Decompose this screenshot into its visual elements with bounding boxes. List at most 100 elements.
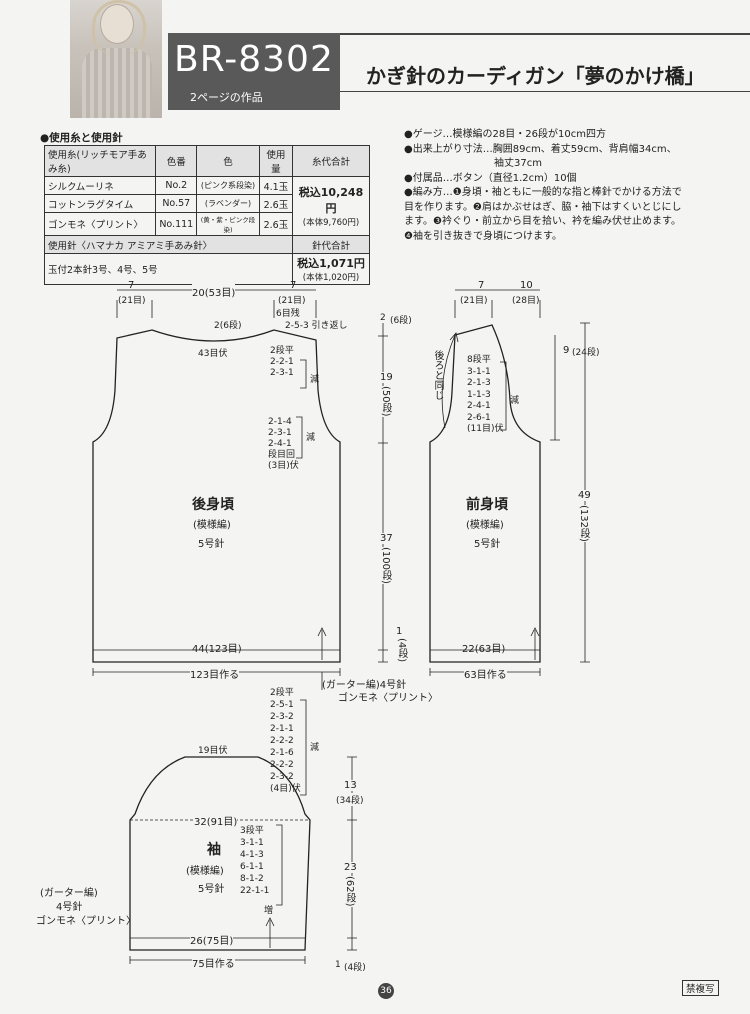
- sleeve-edge-note: ゴンモネ〈プリント〉: [36, 916, 136, 927]
- back-dim-label: 7: [128, 280, 135, 291]
- yarn-total-sub: (本体9,760円): [302, 218, 360, 228]
- row-instruction: 3-1-1: [467, 366, 491, 377]
- row-instruction: 2-1-1: [270, 724, 294, 734]
- front-dim-label: (28目): [512, 296, 540, 306]
- back-needle: 5号針: [198, 539, 225, 550]
- row-instruction: 8段平: [467, 355, 491, 365]
- front-needle: 5号針: [474, 539, 501, 550]
- back-neck-bindoff: 43目伏: [198, 349, 228, 359]
- front-body-title: 前身頃: [466, 497, 508, 513]
- row-instruction: 8-1-2: [240, 874, 264, 884]
- yarn-number: No.111: [155, 212, 198, 236]
- row-instruction: 1-1-3: [467, 389, 491, 400]
- decrease-label: 減: [306, 433, 316, 443]
- spec-line: 目を作ります。❷肩はかぶせはぎ、脇・袖下はすくいとじにし: [404, 201, 682, 213]
- needle-total: 税込1,071円: [297, 257, 365, 270]
- row-instruction: 2-3-2: [270, 772, 294, 782]
- decrease-label: 減: [510, 396, 520, 406]
- row-instruction: 2-1-3: [467, 378, 491, 388]
- dim-value: 13: [344, 780, 357, 791]
- sleeve-pattern: (模様編): [186, 866, 224, 877]
- yarn-name: ゴンモネ〈プリント〉: [43, 212, 157, 236]
- sleeve-width: 32(91目): [194, 813, 238, 828]
- dim-value: 1: [335, 960, 341, 970]
- row-instruction: 2-3-2: [270, 712, 294, 722]
- row-instruction: (3目)伏: [268, 461, 299, 471]
- sleeve-title: 袖: [207, 842, 221, 858]
- dim-value: (50段): [378, 386, 393, 417]
- row-instruction: 2-3-1: [268, 428, 292, 438]
- row-instruction: 2-4-1: [268, 439, 292, 449]
- front-side-dim: 9: [563, 345, 570, 356]
- page-number: 36: [378, 983, 394, 999]
- sleeve-cap-rows: 2段平 2-5-1 2-3-2 2-1-1 2-2-2 2-1-6 2-2-2 …: [270, 687, 301, 795]
- back-width: 44(123目): [192, 644, 242, 655]
- spec-line: ます。❸衿ぐり・前立から目を拾い、衿を編み伏せ止めます。: [404, 216, 681, 227]
- dim-value: 37: [380, 533, 393, 544]
- dim-value: (6段): [390, 316, 412, 326]
- col-yarn: 使用糸(リッチモア手あみ糸): [43, 145, 157, 177]
- row-instruction: 2段平: [270, 688, 294, 698]
- row-instruction: 3段平: [240, 826, 264, 836]
- front-rows: 8段平 3-1-1 2-1-3 1-1-3 2-4-1 2-6-1 (11目)伏: [467, 355, 503, 436]
- front-dim-label: (21目): [460, 296, 488, 306]
- sleeve-bottom-width: 26(75目): [190, 932, 234, 947]
- materials-heading: ●使用糸と使用針: [40, 132, 123, 144]
- dim-value: (4段): [396, 638, 407, 663]
- front-body-outline: [429, 324, 541, 663]
- needle-total-cell: 税込1,071円 (本体1,020円): [292, 253, 370, 285]
- increase-label: 増: [264, 906, 274, 916]
- back-cast-on: 123目作る: [190, 666, 240, 681]
- spec-line: ●ゲージ…模様編の28目・26段が10cm四方: [404, 129, 606, 140]
- pattern-code: BR-8302: [174, 39, 334, 80]
- edge-note: (ガーター編)4号針: [322, 680, 407, 691]
- sleeve-edge-note: (ガーター編): [40, 888, 98, 899]
- pattern-code-box: BR-8302 2ページの作品: [168, 33, 340, 110]
- row-instruction: (4目)伏: [270, 784, 301, 794]
- col-number: 色番: [155, 145, 198, 177]
- spec-line: ●付属品…ボタン（直径1.2cm）10個: [404, 172, 577, 184]
- dim-value: 2: [380, 313, 386, 323]
- page-title: かぎ針のカーディガン「夢のかけ橋」: [366, 64, 705, 88]
- front-dim-label: 7: [478, 280, 485, 291]
- sleeve-edge-note: 4号針: [56, 902, 83, 913]
- spec-line: ●編み方…❶身頃・袖ともに一般的な指と棒針でかける方法で: [404, 187, 682, 198]
- back-neck-rows: 2段平 2-2-1 2-3-1: [270, 346, 294, 379]
- row-instruction: 6-1-1: [240, 862, 264, 872]
- row-instruction: 2-1-6: [270, 748, 294, 758]
- row-instruction: 22-1-1: [240, 886, 270, 896]
- specs-block: ●ゲージ…模様編の28目・26段が10cm四方 ●出来上がり寸法…胸囲89cm、…: [404, 128, 744, 244]
- row-instruction: 2-2-2: [270, 736, 294, 746]
- front-width: 22(63目): [462, 644, 506, 655]
- row-instruction: 2-4-1: [467, 401, 491, 411]
- copy-prohibited-badge: 禁複写: [682, 980, 719, 996]
- edge-note: ゴンモネ〈プリント〉: [338, 693, 438, 704]
- sleeve-side-rows: 3段平 3-1-1 4-1-3 6-1-1 8-1-2 22-1-1: [240, 825, 269, 897]
- row-instruction: 3-1-1: [240, 838, 264, 848]
- row-instruction: 2-5-1: [270, 700, 294, 710]
- row-instruction: 段目回: [268, 450, 296, 460]
- back-dim-label: (21目): [118, 296, 146, 306]
- yarn-total-cell: 税込10,248円 (本体9,760円): [292, 176, 370, 236]
- back-body-title: 後身頃: [192, 497, 234, 513]
- dim-value: (4段): [344, 963, 366, 973]
- dim-value: 19: [380, 372, 393, 383]
- back-dim-label: 20(53目): [192, 284, 236, 299]
- table-row: シルクムーリネ No.2 (ピンク系段染) 4.1玉 税込10,248円 (本体…: [43, 176, 370, 236]
- spec-line: ❹袖を引き抜きで身頃につけます。: [404, 230, 562, 242]
- row-instruction: (11目)伏: [467, 424, 504, 434]
- decrease-label: 減: [310, 375, 320, 385]
- header-band: [168, 33, 750, 92]
- row-instruction: 2-3-1: [270, 368, 294, 378]
- sleeve-needle: 5号針: [198, 884, 225, 895]
- needle-total-sub: (本体1,020円): [302, 273, 360, 283]
- sleeve-cast-on: 75目作る: [192, 955, 235, 970]
- back-pattern: (模様編): [193, 520, 231, 531]
- row-instruction: 2-6-1: [467, 412, 491, 423]
- spec-line: 袖丈37cm: [404, 158, 542, 169]
- back-neck-depth: 2(6段): [214, 321, 242, 331]
- dim-value: (34段): [336, 793, 364, 806]
- row-instruction: 2-2-1: [270, 357, 294, 367]
- front-cast-on: 63目作る: [464, 666, 507, 681]
